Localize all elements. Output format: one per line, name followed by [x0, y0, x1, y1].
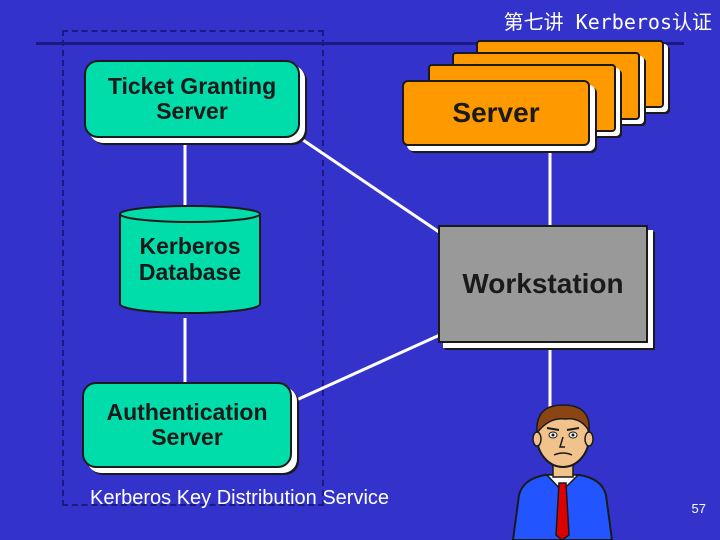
workstation-label: Workstation — [462, 267, 624, 299]
slide-title: 第七讲 Kerberos认证 — [503, 10, 712, 34]
ticket-granting-server: Ticket Granting Server — [84, 60, 300, 138]
server-label: Server — [452, 96, 540, 128]
title-underline — [36, 42, 684, 45]
kdc-boundary — [62, 30, 324, 506]
link-as-workstation — [291, 332, 443, 404]
database-label-line1: Kerberos — [139, 233, 241, 260]
server-node: Server — [402, 80, 590, 146]
tgs-label-line1: Ticket Granting — [107, 73, 277, 100]
link-tgs-workstation — [299, 136, 443, 236]
authentication-server: Authentication Server — [82, 382, 292, 468]
database-label-line2: Database — [138, 259, 242, 285]
database-cylinder-icon — [119, 205, 261, 314]
workstation-node: Workstation — [438, 225, 648, 343]
kdc-caption: Kerberos Key Distribution Service — [90, 487, 390, 509]
tgs-label-line2: Server — [156, 98, 228, 124]
person-icon — [511, 404, 614, 540]
page-number: 57 — [691, 501, 706, 516]
as-label-line2: Server — [151, 424, 223, 450]
as-label-line1: Authentication — [106, 399, 268, 426]
kerberos-database: Kerberos Database — [118, 204, 262, 316]
